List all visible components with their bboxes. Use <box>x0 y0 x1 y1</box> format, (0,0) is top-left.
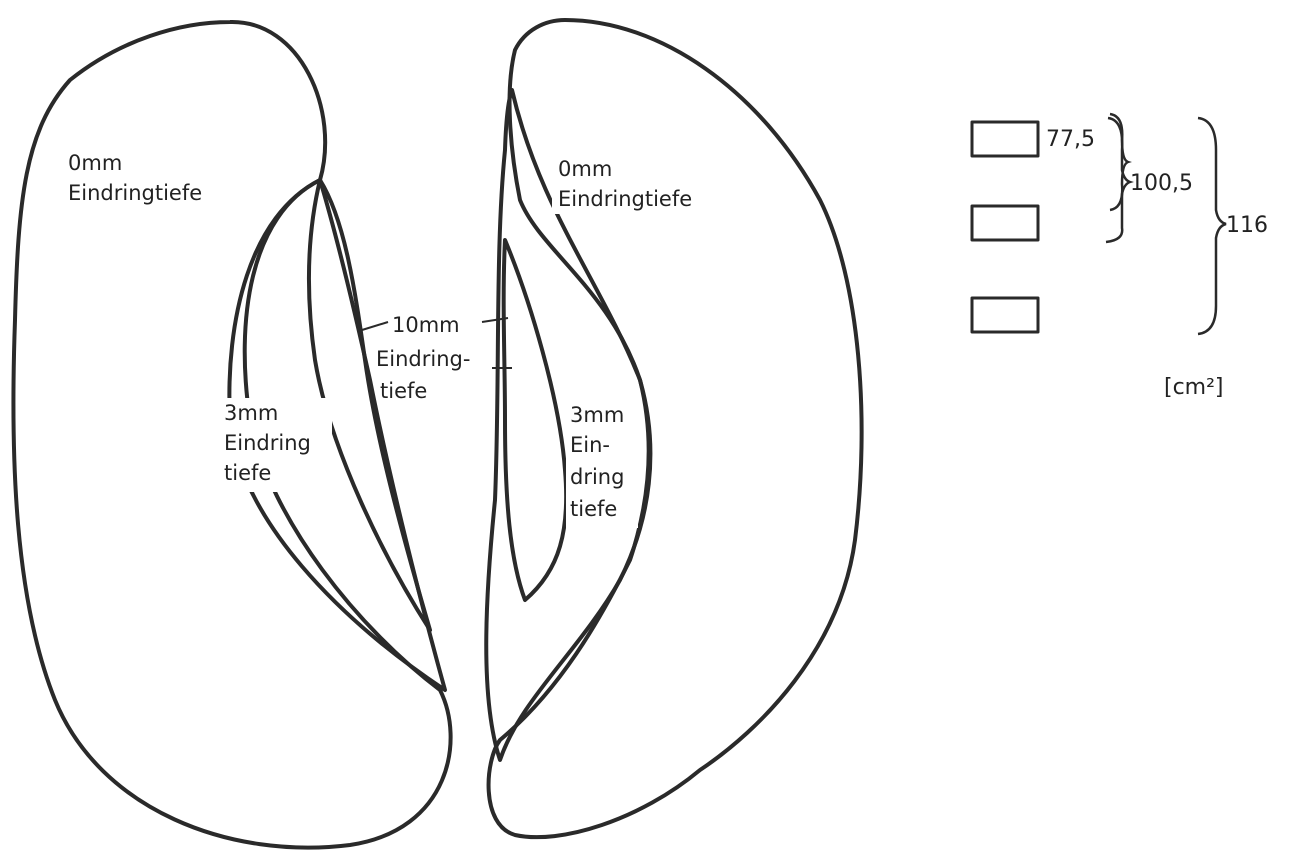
left-outer-label: 0mm Eindringtiefe <box>62 148 258 210</box>
right-outer-label: 0mm Eindringtiefe <box>552 152 750 214</box>
right-middle-term-3: tiefe <box>570 497 617 521</box>
legend-swatch-inner <box>972 298 1038 332</box>
legend-swatch-outer <box>972 122 1038 156</box>
right-lung-inner-region <box>504 240 567 600</box>
center-leader-left <box>362 322 388 330</box>
legend-unit: [cm²] <box>1164 375 1224 400</box>
left-middle-term-1: Eindring <box>224 431 311 455</box>
left-middle-term-2: tiefe <box>224 461 271 485</box>
left-outer-depth: 0mm <box>68 151 122 175</box>
legend-brace-outer-value: 116 <box>1226 213 1268 238</box>
legend-value-outer: 77,5 <box>1046 127 1095 152</box>
legend-brace-inner <box>1106 118 1130 242</box>
center-term-2: tiefe <box>380 379 427 403</box>
left-middle-label: 3mm Eindring tiefe <box>220 398 332 492</box>
center-label: 10mm Eindring- tiefe <box>362 313 512 403</box>
legend-brace-outer <box>1198 118 1226 334</box>
center-term-1: Eindring- <box>376 347 470 371</box>
right-middle-label: 3mm Ein- dring tiefe <box>566 402 638 528</box>
legend-swatch-middle <box>972 206 1038 240</box>
legend: 77,5 100,5 116 [cm²] <box>972 114 1268 400</box>
legend-brace-inner-value: 100,5 <box>1130 171 1193 196</box>
right-lung-outer-region <box>489 20 862 837</box>
center-depth: 10mm <box>392 313 460 337</box>
right-middle-term-1: Ein- <box>570 433 610 457</box>
right-lung <box>486 20 861 837</box>
left-middle-depth: 3mm <box>224 401 278 425</box>
left-outer-term: Eindringtiefe <box>68 181 202 205</box>
right-middle-term-2: dring <box>570 465 624 489</box>
right-outer-depth: 0mm <box>558 157 612 181</box>
right-middle-depth: 3mm <box>570 403 624 427</box>
right-outer-term: Eindringtiefe <box>558 187 692 211</box>
